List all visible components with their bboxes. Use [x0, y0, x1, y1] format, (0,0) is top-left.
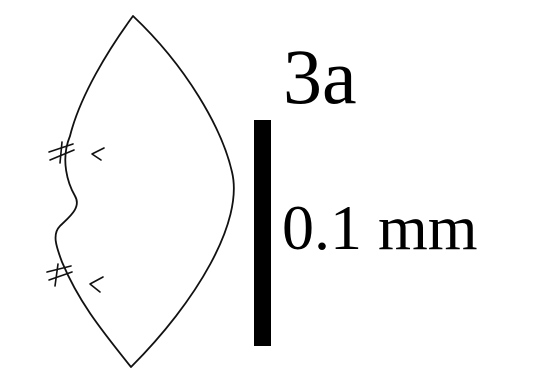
scale-bar-label: 0.1 mm	[282, 192, 478, 263]
specimen-outline	[54, 15, 235, 368]
lower-hatch-marks	[46, 263, 73, 287]
lower-inner-tick	[89, 276, 104, 293]
scale-bar	[254, 120, 271, 346]
upper-inner-tick	[91, 147, 105, 161]
upper-hatch-marks	[48, 141, 75, 164]
figure-label: 3a	[283, 33, 357, 120]
